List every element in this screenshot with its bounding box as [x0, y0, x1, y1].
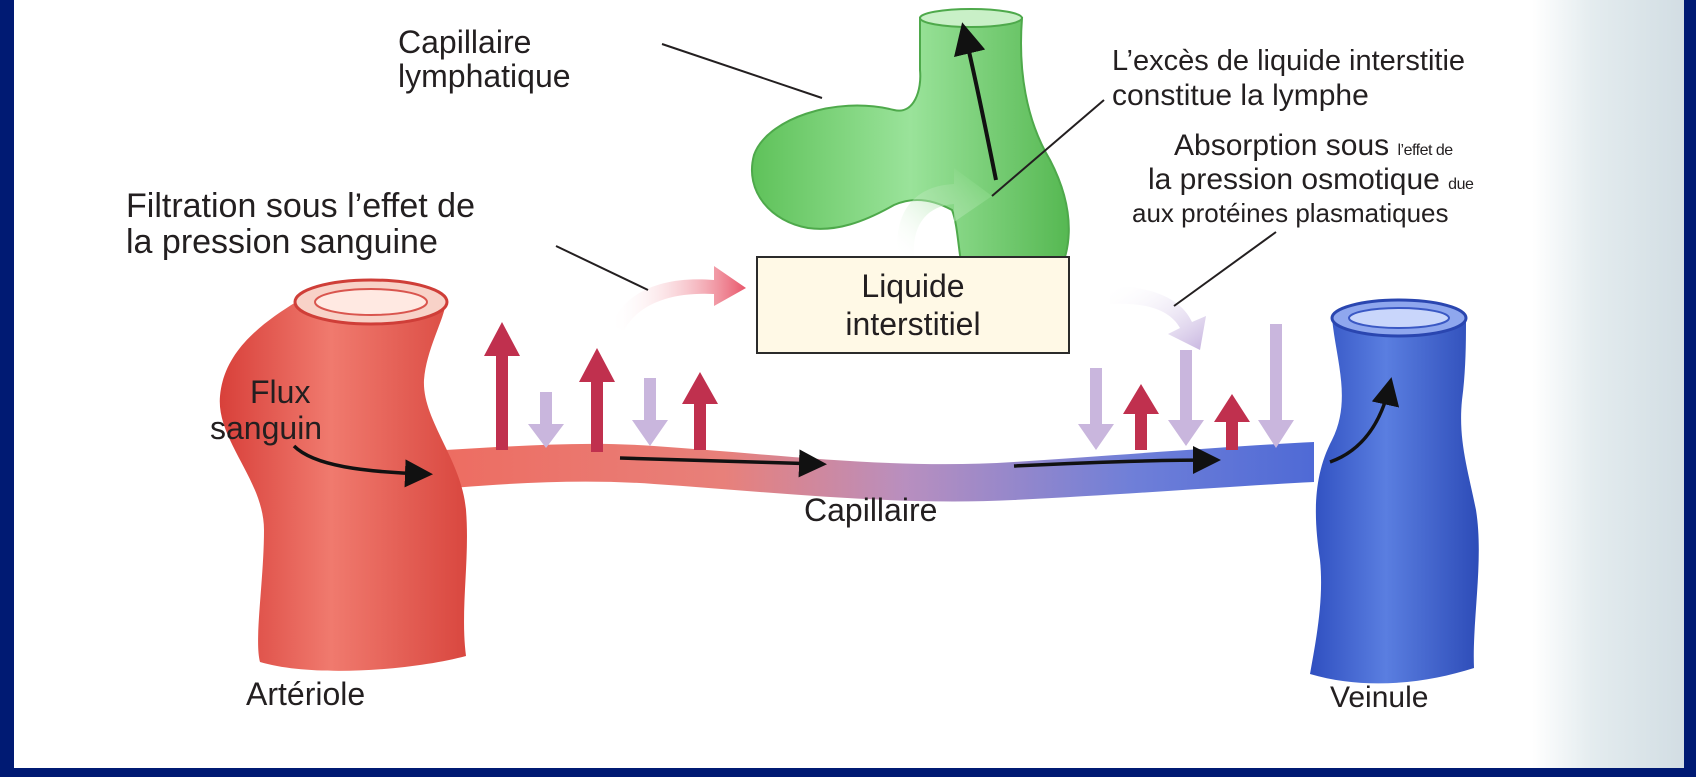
- leader-absorption: [1174, 232, 1276, 306]
- label-flux-line1: Flux: [250, 374, 310, 410]
- label-capillaire-lymphatique-line1: Capillaire: [398, 24, 531, 60]
- label-veinule: Veinule: [1330, 680, 1428, 715]
- filtration-arrow-5: [1214, 394, 1250, 450]
- label-absorption-line3: aux protéines plasmatiques: [1132, 196, 1449, 231]
- filtration-arrow-3: [682, 372, 718, 450]
- arteriole-vessel: [220, 302, 467, 671]
- filtration-arrow-1: [484, 322, 520, 450]
- label-filtration-line1: Filtration sous l’effet de: [126, 188, 475, 224]
- absorption-arrow-3: [1078, 368, 1114, 450]
- filtration-arrow-4: [1123, 384, 1159, 450]
- label-capillaire: Capillaire: [804, 492, 937, 528]
- label-arteriole: Artériole: [246, 676, 365, 712]
- liquide-interstitiel-label: Liquide interstitiel: [813, 267, 1013, 343]
- diagram-page: Capillaire lymphatique L’excès de liquid…: [14, 0, 1684, 768]
- filtration-arrow-2: [579, 348, 615, 452]
- label-exces-line2: constitue la lymphe: [1112, 78, 1369, 113]
- label-capillaire-lymphatique-line2: lymphatique: [398, 58, 571, 94]
- leader-capillaire-lymphatique: [662, 44, 822, 98]
- liquide-interstitiel-box: Liquide interstitiel: [756, 256, 1070, 354]
- absorption-arrow-5: [1258, 324, 1294, 448]
- leader-filtration: [556, 246, 648, 290]
- label-flux-line2: sanguin: [210, 410, 322, 446]
- label-filtration-line2: la pression sanguine: [126, 224, 438, 260]
- absorption-arrow-2: [632, 378, 668, 446]
- absorption-arrow-1: [528, 392, 564, 448]
- absorption-curved-arrow: [1110, 286, 1206, 350]
- label-exces-line1: L’excès de liquide interstitie: [1112, 44, 1465, 79]
- absorption-arrow-4: [1168, 350, 1204, 446]
- veinule-vessel: [1310, 318, 1479, 683]
- filtration-curved-arrow: [610, 266, 746, 330]
